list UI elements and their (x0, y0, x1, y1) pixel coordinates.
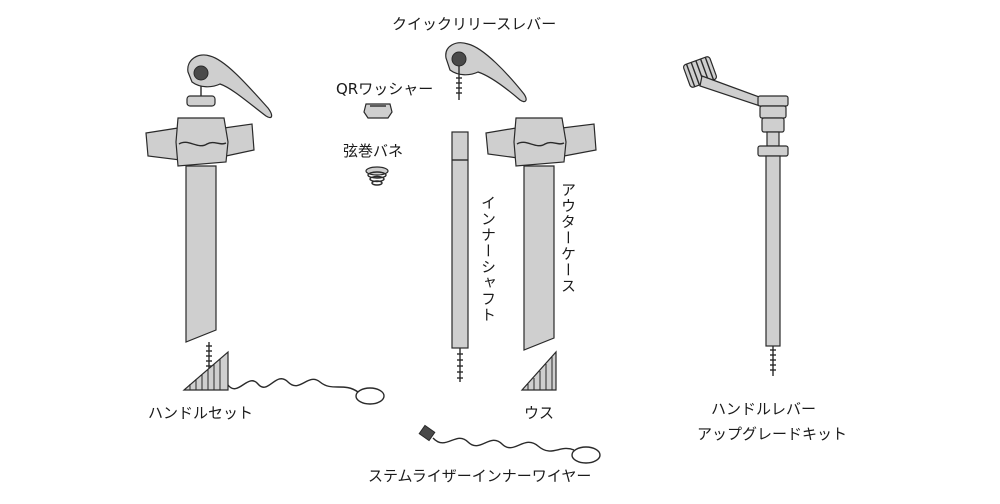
handle-set-threaded-rod (206, 342, 212, 370)
handle-set-washer (186, 95, 216, 107)
handle-set-tube (185, 165, 217, 343)
quick-release-lever-part (445, 42, 527, 103)
handle-set-lever-pivot (193, 65, 209, 81)
inner-shaft-part (451, 131, 469, 382)
label-outer-case: アウターケース (559, 182, 577, 294)
label-stem-riser-wire: ステムライザーインナーワイヤー (368, 467, 592, 485)
handle-set-base-wedge (182, 350, 229, 391)
coil-spring-part (365, 166, 389, 186)
handle-set-lever (187, 54, 273, 119)
label-handle-set: ハンドルセット (148, 404, 254, 422)
stem-riser-wire-part (418, 424, 601, 464)
label-upgrade-kit-line1: ハンドルレバー (711, 400, 817, 418)
label-coil-spring: 弦巻バネ (343, 142, 404, 160)
handle-set-assembly (145, 54, 385, 405)
outer-case-part (485, 117, 597, 351)
label-quick-release-lever: クイックリリースレバー (392, 15, 557, 33)
handle-set-wire (227, 378, 359, 393)
label-base: ウス (524, 404, 555, 422)
handle-set-clamp (175, 117, 229, 167)
label-qr-washer: QRワッシャー (336, 80, 434, 98)
label-inner-shaft: インナーシャフト (479, 195, 497, 323)
upgrade-kit-part (682, 56, 789, 376)
base-part (520, 350, 557, 391)
handle-set-left-arm (145, 127, 181, 161)
label-upgrade-kit-line2: アップグレードキット (697, 425, 848, 443)
qr-washer-part (363, 103, 393, 119)
handle-set-wire-loop (355, 387, 385, 405)
handle-set-right-arm (223, 123, 255, 157)
